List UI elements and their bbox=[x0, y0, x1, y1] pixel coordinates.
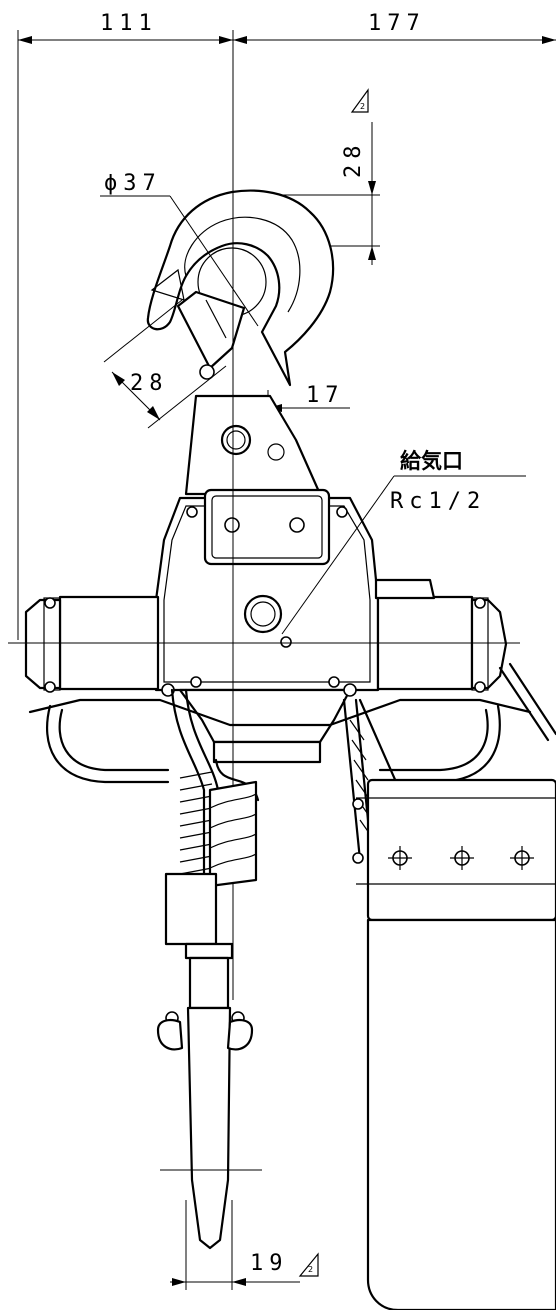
spring-coils bbox=[179, 771, 213, 875]
hook bbox=[146, 189, 335, 387]
twisted-hose bbox=[208, 780, 258, 888]
control-hose bbox=[170, 688, 260, 888]
air-inlet-callout: 給気口 Rc1/2 bbox=[281, 449, 526, 635]
air-inlet-label: 給気口 bbox=[400, 449, 463, 473]
revision-mark-bottom-label: 2 bbox=[308, 1265, 313, 1274]
hook-offset-label: 28 bbox=[341, 140, 366, 179]
container-bolts bbox=[352, 798, 534, 870]
revision-mark-top-label: 2 bbox=[360, 102, 365, 111]
bottom-width-label: 19 bbox=[250, 1251, 289, 1276]
revision-mark-top: 2 bbox=[350, 88, 369, 113]
hook-opening-dimension: 28 bbox=[103, 299, 227, 429]
hook-offset-dimension: 28 bbox=[264, 122, 380, 265]
left-width-label: 111 bbox=[100, 11, 158, 36]
hoist-body bbox=[154, 394, 380, 764]
hook-diameter-label: ϕ37 bbox=[104, 171, 162, 196]
bottom-width-dimension: 19 2 bbox=[170, 1200, 319, 1290]
overall-width-dimension: 111 177 bbox=[17, 11, 556, 640]
chain-container bbox=[352, 662, 556, 1310]
hook-center-offset-label: 17 bbox=[306, 383, 345, 408]
hook-latch bbox=[176, 290, 246, 380]
right-width-label: 177 bbox=[368, 11, 426, 36]
left-motor bbox=[24, 595, 160, 693]
air-inlet-thread: Rc1/2 bbox=[390, 489, 486, 514]
hook-diameter-dimension: ϕ37 bbox=[100, 171, 259, 327]
hook-opening-label: 28 bbox=[130, 371, 169, 396]
pendant-valve bbox=[156, 872, 262, 1250]
right-motor bbox=[374, 578, 508, 693]
